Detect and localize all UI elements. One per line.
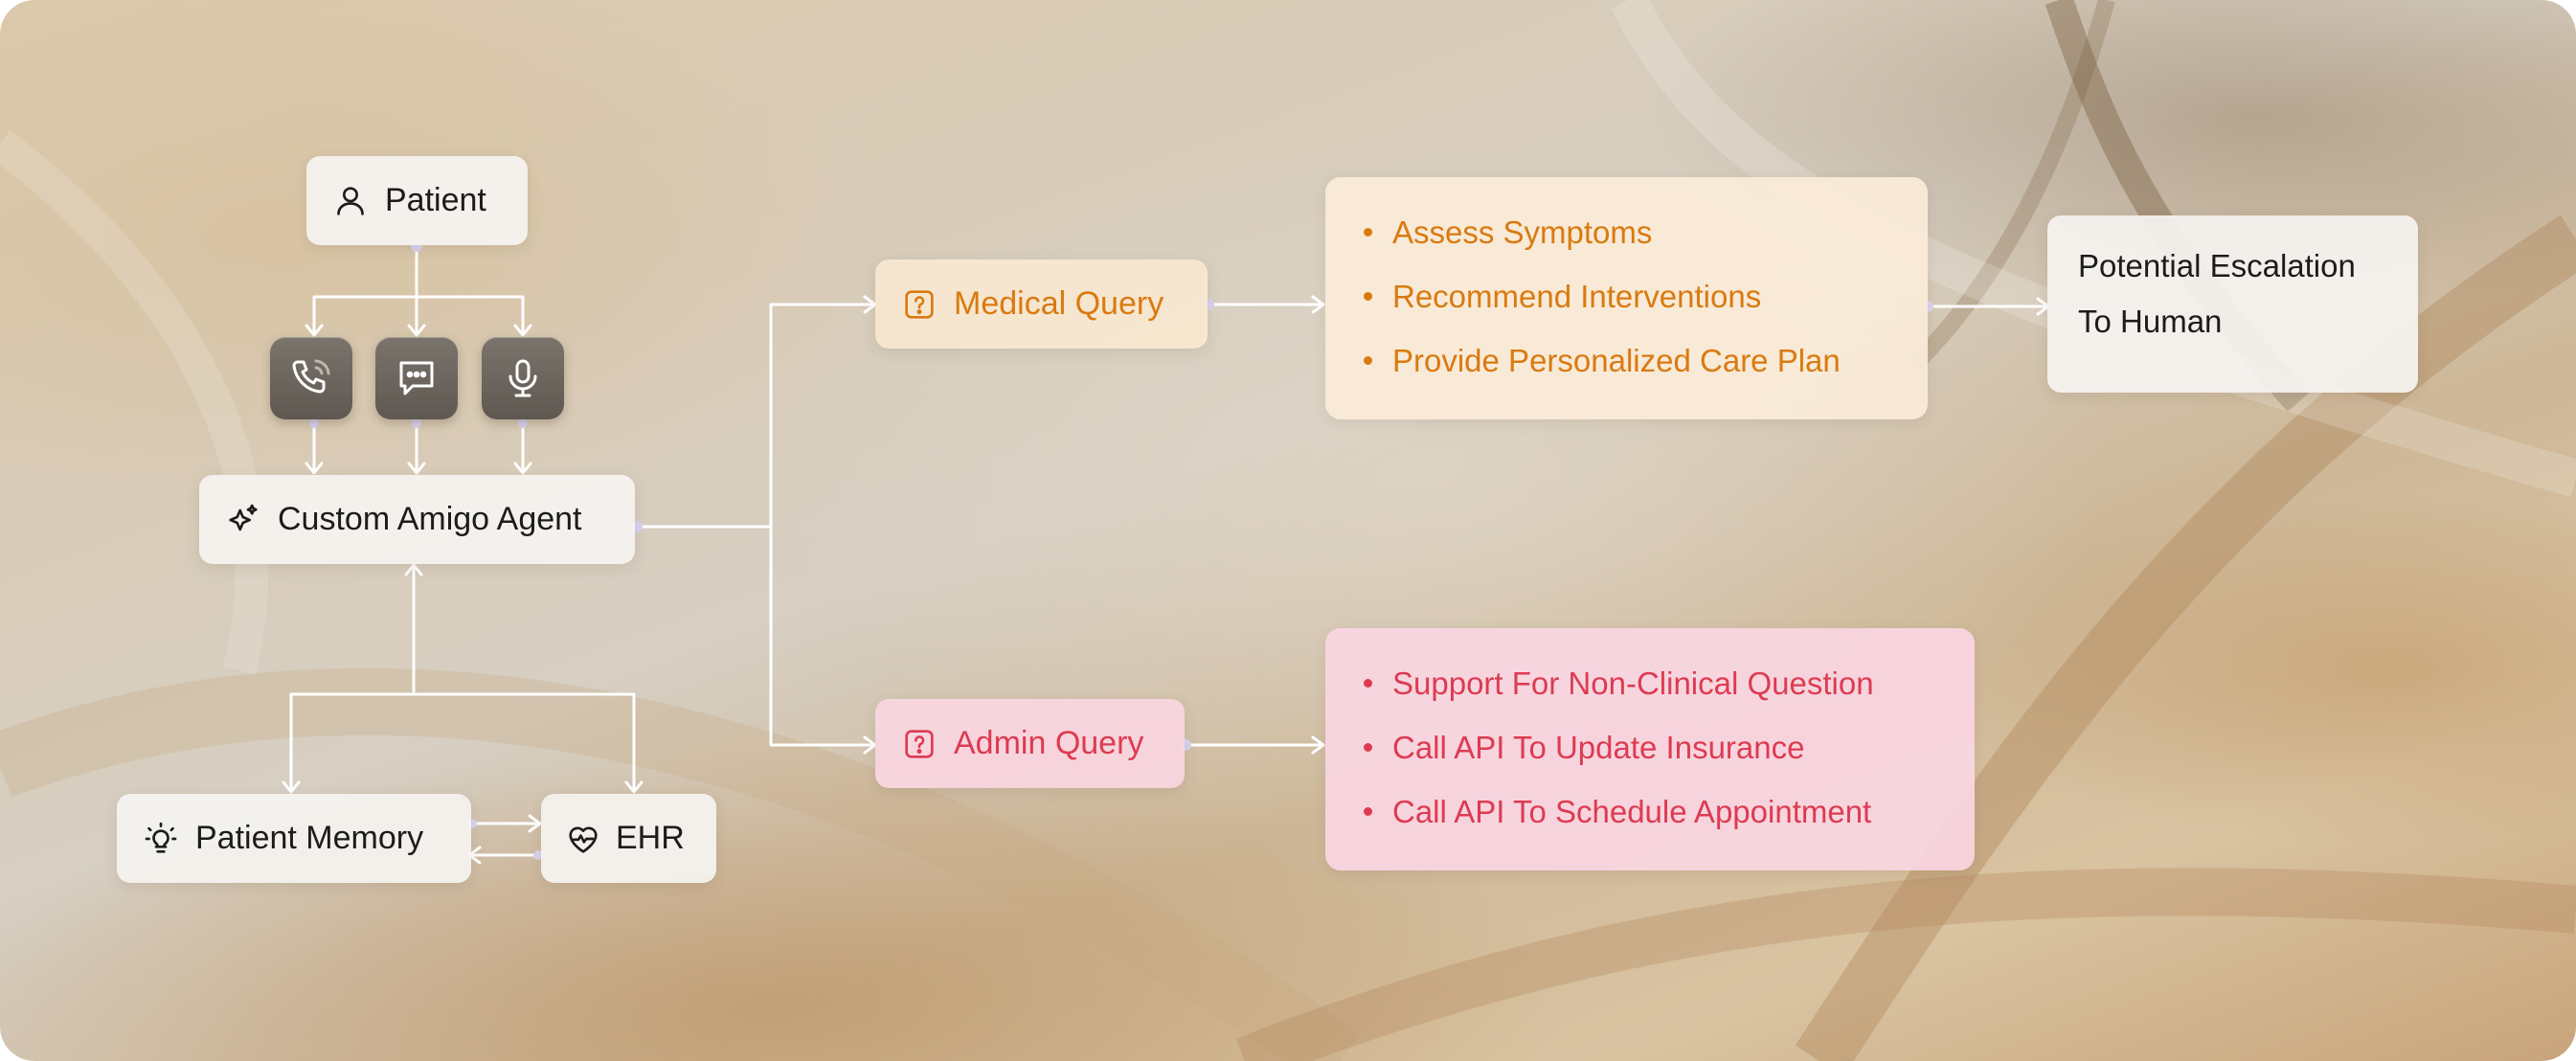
admin-actions-list: Support For Non-Clinical Question Call A… — [1360, 651, 1946, 844]
question-square-icon — [905, 289, 934, 319]
list-item: Support For Non-Clinical Question — [1364, 651, 1946, 715]
heart-pulse-icon — [569, 826, 598, 853]
agent-label: Custom Amigo Agent — [278, 501, 582, 537]
admin-query-node[interactable]: Admin Query — [875, 699, 1185, 788]
arrowheads-channels — [305, 324, 532, 337]
agent-node[interactable]: Custom Amigo Agent — [199, 475, 635, 564]
chat-channel-button[interactable] — [375, 337, 458, 419]
medical-actions-panel: Assess Symptoms Recommend Interventions … — [1325, 177, 1928, 419]
list-item: Recommend Interventions — [1364, 264, 1899, 328]
arrowheads-queries — [863, 295, 877, 755]
list-item: Call API To Update Insurance — [1364, 715, 1946, 779]
arrowheads-agent — [305, 462, 532, 475]
patient-memory-node[interactable]: Patient Memory — [117, 794, 471, 883]
voice-channel-button[interactable] — [482, 337, 564, 419]
question-square-icon — [905, 729, 934, 758]
ehr-node[interactable]: EHR — [541, 794, 716, 883]
arrowheads-memory-ehr — [282, 563, 644, 794]
medical-actions-list: Assess Symptoms Recommend Interventions … — [1360, 200, 1899, 393]
escalation-line-2: To Human — [2078, 304, 2223, 339]
connector-memory-agent — [289, 563, 636, 792]
admin-query-label: Admin Query — [954, 725, 1144, 761]
connector-channels-agent — [312, 421, 525, 473]
patient-node[interactable]: Patient — [306, 156, 528, 245]
patient-label: Patient — [385, 182, 486, 218]
user-icon — [337, 186, 364, 215]
medical-query-label: Medical Query — [954, 285, 1164, 322]
lightbulb-icon — [145, 822, 177, 853]
escalation-node[interactable]: Potential Escalation To Human — [2047, 215, 2418, 393]
list-item: Assess Symptoms — [1364, 200, 1899, 264]
chat-message-icon — [399, 361, 434, 395]
admin-actions-panel: Support For Non-Clinical Question Call A… — [1325, 628, 1975, 870]
escalation-line-1: Potential Escalation — [2078, 248, 2356, 283]
microphone-icon — [508, 359, 537, 397]
list-item: Provide Personalized Care Plan — [1364, 328, 1899, 393]
sparkles-icon — [229, 504, 258, 530]
list-item: Call API To Schedule Appointment — [1364, 779, 1946, 844]
arrowheads-panels — [1311, 295, 1325, 755]
patient-memory-label: Patient Memory — [195, 820, 424, 856]
connector-patient-channels — [312, 244, 525, 335]
phone-channel-button[interactable] — [270, 337, 352, 419]
phone-call-icon — [292, 359, 330, 394]
medical-query-node[interactable]: Medical Query — [875, 260, 1208, 349]
ehr-label: EHR — [616, 820, 685, 856]
connector-memory-ehr — [470, 822, 540, 857]
connector-agent-queries — [635, 303, 875, 747]
